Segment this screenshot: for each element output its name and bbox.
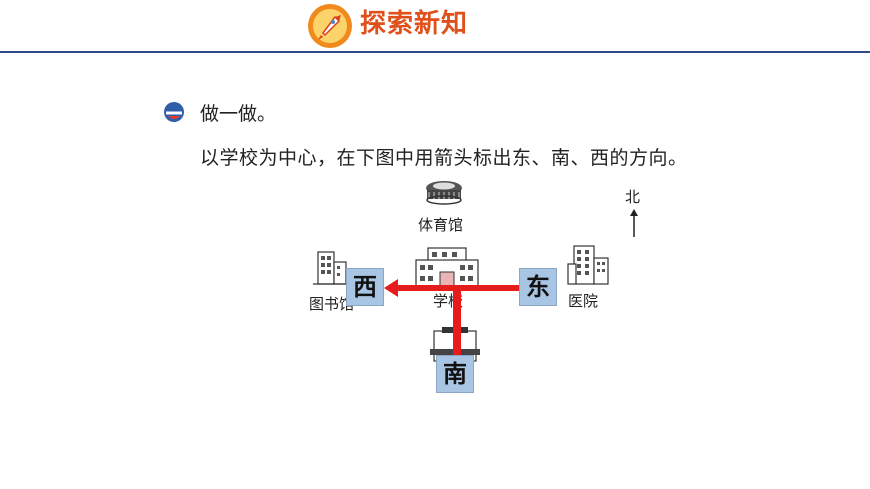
task-title: 做一做。 (200, 103, 277, 125)
section-title: 探索新知 (360, 9, 469, 39)
north-arrow-icon (630, 209, 638, 237)
hospital-building-icon (567, 245, 609, 285)
north-label: 北 (625, 188, 641, 206)
activity-icon (164, 102, 184, 122)
south-direction-box: 南 (436, 355, 474, 393)
library-label: 图书馆 (309, 295, 355, 313)
library-building-icon (313, 251, 347, 285)
west-arrow-head (384, 279, 398, 297)
west-direction-box: 西 (346, 268, 384, 306)
hospital-label: 医院 (568, 292, 599, 310)
stadium-label: 体育馆 (418, 216, 464, 234)
east-direction-box: 东 (519, 268, 557, 306)
stadium-building-icon (426, 181, 462, 205)
header-divider (0, 51, 870, 53)
rocket-icon (308, 4, 352, 48)
task-instruction: 以学校为中心，在下图中用箭头标出东、南、西的方向。 (200, 147, 688, 169)
